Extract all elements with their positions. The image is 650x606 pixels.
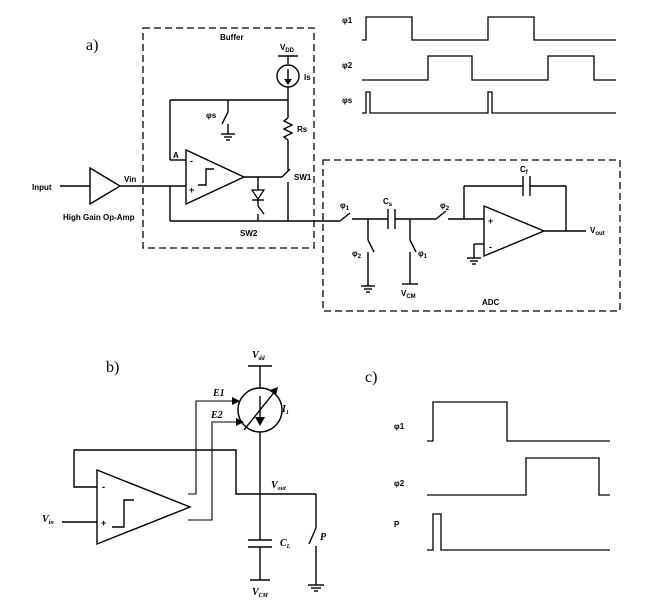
feedback-wire-b [73,449,260,495]
svg-text:+: + [101,518,106,528]
timing-a-phi2-label: φ2 [342,61,353,70]
svg-text:-: - [102,482,105,492]
input-label: Input [32,183,52,192]
phi1-label-a: φ1 [340,201,350,212]
vdd-label-a: VDD [280,43,295,54]
vin-label-a: Vin [124,175,136,184]
panel-a-label: a) [86,37,98,54]
controlled-current-source [237,387,283,433]
timing-c-p-label: P [394,520,400,529]
svg-text:-: - [489,242,492,252]
vout-label-b: Vout [271,480,286,492]
comparator-step-icon-b [112,499,134,528]
phi2-switch-gnd[interactable] [367,239,375,253]
timing-c-phi1-label: φ1 [394,422,405,431]
e1-label: E1 [212,388,225,399]
timing-c-p-wave [427,513,610,551]
phi1-switch-a[interactable] [339,212,351,222]
sw2-label: SW2 [240,229,258,238]
timing-a-phis-wave [362,91,616,114]
cf-label: Cf [520,165,529,176]
panel-c-label: c) [365,369,377,386]
sw1-label: SW1 [294,173,312,182]
buffer-opamp [185,148,246,206]
phi2-switch-b[interactable] [435,210,447,220]
i1-label: I1 [281,404,289,416]
high-gain-amp-label: High Gain Op-Amp [63,213,135,222]
is-label: Is [304,73,311,82]
current-source-is [276,64,300,88]
cl-label: CL [280,538,291,550]
e2-label: E2 [210,410,223,421]
phi1-label-b: φ1 [418,249,428,260]
cs-label: Cs [383,197,393,208]
timing-c-phi1-wave [427,401,610,442]
buffer-title: Buffer [220,33,244,42]
timing-a-phi2-wave [362,55,616,81]
timing-a-phi1-label: φ1 [342,16,353,25]
high-gain-amp [89,166,122,206]
diode-icon [250,189,266,201]
adc-box [322,159,621,312]
integrator-opamp [483,204,546,258]
vcm-label-a: VCM [401,289,416,300]
vcm-label-b: VCM [252,587,269,599]
phi1-switch-vcm[interactable] [409,239,417,253]
buffer-box [142,27,315,249]
vin-label-b: Vin [42,514,54,526]
svg-text:+: + [189,185,194,195]
timing-a-phi1-wave [362,16,616,41]
phis-switch[interactable] [221,111,229,125]
phis-label: φs [206,111,217,120]
node-a-label: A [173,151,179,160]
e1-wire [188,400,236,495]
ground-symbol-phis [221,133,235,141]
comparator-step-icon [198,168,214,186]
p-label-b: P [320,532,327,543]
rs-resistor [282,117,294,141]
ground-symbol-adc-2 [467,257,481,265]
p-switch[interactable] [308,527,317,545]
vdd-label-b: Vdd [252,350,266,362]
opamp-b [96,468,192,546]
panel-b-label: b) [106,359,119,376]
rs-label: Rs [297,125,308,134]
sw2-switch[interactable] [257,205,265,215]
timing-c-phi2-wave [427,457,610,496]
e2-wire [188,421,240,521]
ground-symbol-b [308,584,324,592]
vout-label-a: Vout [590,226,605,237]
adc-title: ADC [482,298,500,307]
ground-symbol-adc-1 [361,285,375,293]
timing-c-phi2-label: φ2 [394,479,405,488]
svg-text:-: - [190,156,193,166]
sw1-switch[interactable] [281,168,291,178]
phi2-label-b: φ2 [440,201,450,212]
svg-text:+: + [488,216,493,226]
phi2-label-a: φ2 [352,249,362,260]
timing-a-phis-label: φs [342,96,353,105]
